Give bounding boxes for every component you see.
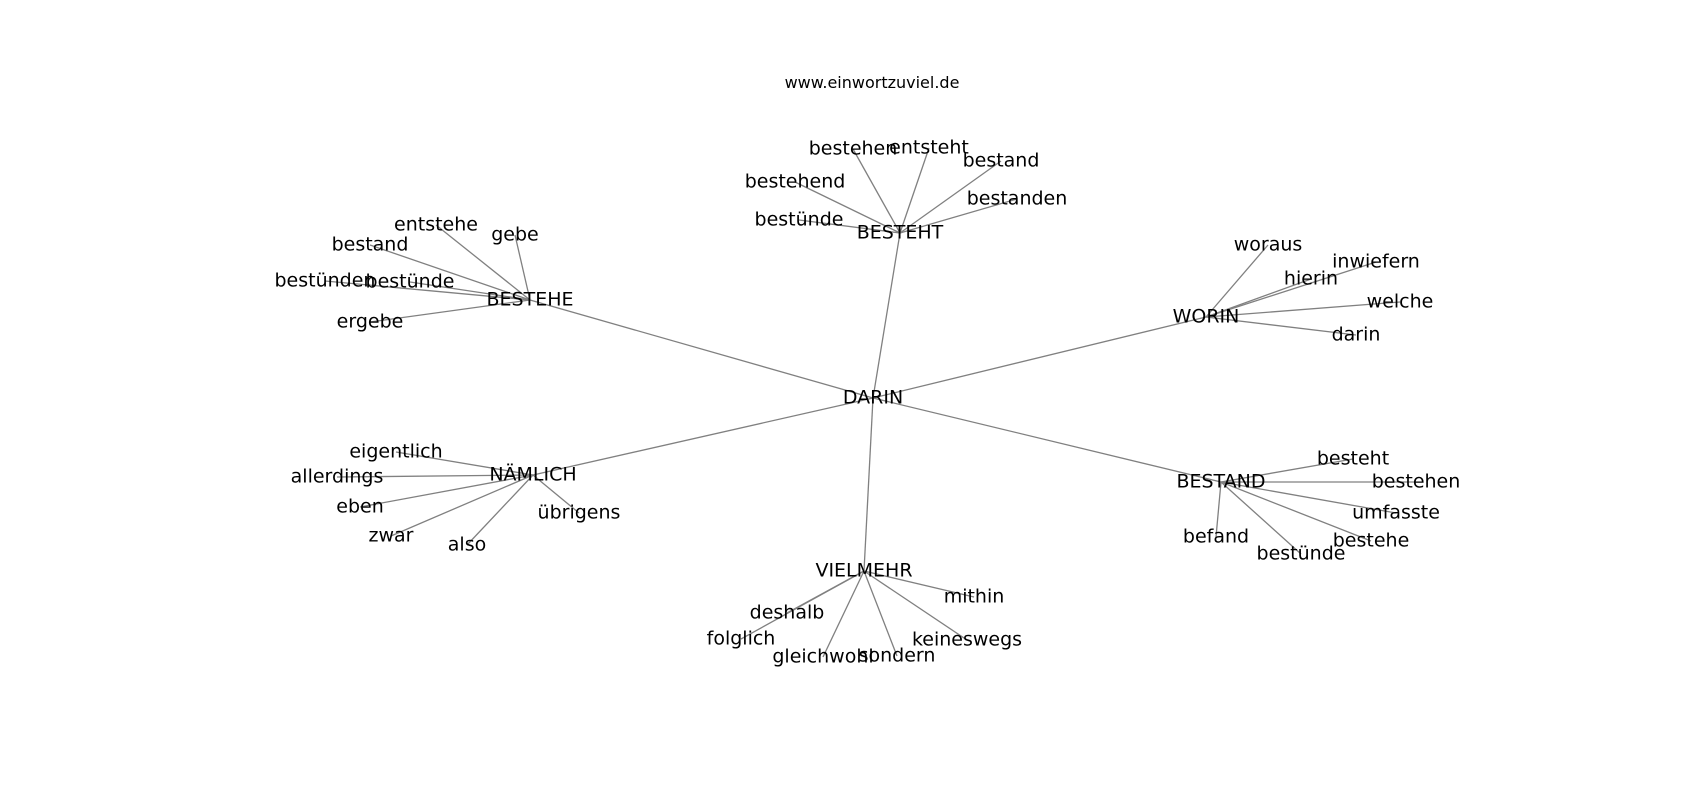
edge-center-hub	[863, 397, 874, 572]
edge-hub-leaf	[395, 451, 534, 476]
leaf-node: inwiefern	[1332, 251, 1420, 273]
leaf-node: hierin	[1284, 268, 1338, 290]
edge-hub-leaf	[863, 570, 898, 657]
edge-hub-leaf	[466, 474, 534, 546]
edge-hub-leaf	[1215, 481, 1222, 538]
edge-hub-leaf	[532, 474, 580, 514]
watermark: www.einwortzuviel.de	[785, 73, 960, 92]
hub-node: BESTEHT	[857, 222, 944, 244]
leaf-node: bestehe	[1333, 530, 1410, 552]
leaf-node: bestünden	[275, 270, 376, 292]
edge-hub-leaf	[822, 570, 865, 658]
leaf-node: eben	[336, 496, 383, 518]
leaf-node: welche	[1367, 291, 1434, 313]
edge-center-hub	[532, 397, 874, 476]
edge-hub-leaf	[435, 224, 531, 301]
edge-hub-leaf	[1205, 261, 1377, 318]
leaf-node: sondern	[859, 645, 936, 667]
edge-hub-leaf	[359, 474, 534, 508]
edge-hub-leaf	[369, 299, 531, 323]
edge-hub-leaf	[899, 160, 1002, 234]
edge-hub-leaf	[863, 570, 968, 641]
edge-hub-leaf	[740, 570, 865, 640]
leaf-node: gebe	[491, 224, 539, 246]
edge-hub-leaf	[1220, 481, 1302, 555]
edge-hub-leaf	[1220, 481, 1372, 542]
edge-center-hub	[872, 232, 901, 399]
hub-node: NÄMLICH	[489, 463, 576, 486]
leaf-node: eigentlich	[349, 441, 442, 463]
leaf-node: also	[448, 534, 486, 556]
leaf-node: allerdings	[291, 466, 384, 488]
hub-node: VIELMEHR	[815, 560, 912, 582]
leaf-node: bestünde	[366, 271, 455, 293]
hub-node: BESTEHE	[486, 289, 573, 311]
edge-hub-leaf	[369, 244, 531, 301]
leaf-node: besteht	[1317, 448, 1389, 470]
edge-center-hub	[872, 316, 1207, 399]
leaf-node: zwar	[369, 525, 414, 547]
edge-hub-leaf	[899, 198, 1018, 234]
edge-hub-leaf	[863, 570, 975, 598]
edge-hub-leaf	[1205, 301, 1401, 318]
leaf-node: mithin	[944, 586, 1005, 608]
labels: www.einwortzuviel.de DARIN BESTEHT bestehe…	[275, 73, 1461, 668]
hub-node: BESTAND	[1176, 471, 1265, 493]
leaf-node: deshalb	[750, 602, 825, 624]
edge-hub-leaf	[1220, 481, 1397, 514]
leaf-node: bestünde	[1257, 543, 1346, 565]
edge-hub-leaf	[1220, 458, 1354, 483]
leaf-node: bestand	[332, 234, 409, 256]
leaf-node: bestünde	[755, 209, 844, 231]
leaf-node: keineswegs	[912, 629, 1022, 651]
center-node: DARIN	[843, 387, 903, 409]
leaf-node: bestehen	[1372, 471, 1461, 493]
leaf-node: entsteht	[889, 137, 969, 159]
leaf-node: umfasste	[1352, 502, 1440, 524]
leaf-node: ergebe	[337, 311, 404, 333]
leaf-node: bestand	[963, 150, 1040, 172]
edge-hub-leaf	[1205, 278, 1312, 318]
edge-hub-leaf	[794, 181, 901, 234]
edge-center-hub	[529, 299, 874, 399]
leaf-node: entstehe	[394, 214, 478, 236]
edge-hub-leaf	[409, 281, 531, 301]
edge-hub-leaf	[390, 474, 534, 537]
edge-hub-leaf	[1205, 244, 1269, 318]
leaf-node: bestehen	[809, 138, 898, 160]
leaf-node: bestanden	[967, 188, 1068, 210]
leaf-node: darin	[1332, 324, 1381, 346]
hub-node: WORIN	[1173, 306, 1240, 328]
edge-hub-leaf	[852, 148, 901, 234]
leaf-node: bestehend	[745, 171, 846, 193]
leaf-node: folglich	[707, 628, 776, 650]
edge-hub-leaf	[798, 219, 901, 234]
edge-center-hub	[872, 397, 1222, 483]
edge-hub-leaf	[899, 147, 930, 234]
edge-hub-leaf	[1205, 316, 1357, 336]
edge-hub-leaf	[336, 474, 534, 478]
leaf-node: gleichwohl	[772, 646, 873, 668]
leaf-node: woraus	[1234, 234, 1303, 256]
leaf-node: übrigens	[538, 502, 621, 524]
edges	[324, 147, 1416, 658]
leaf-node: befand	[1183, 526, 1249, 548]
edge-hub-leaf	[324, 280, 531, 301]
edge-hub-leaf	[514, 234, 531, 301]
